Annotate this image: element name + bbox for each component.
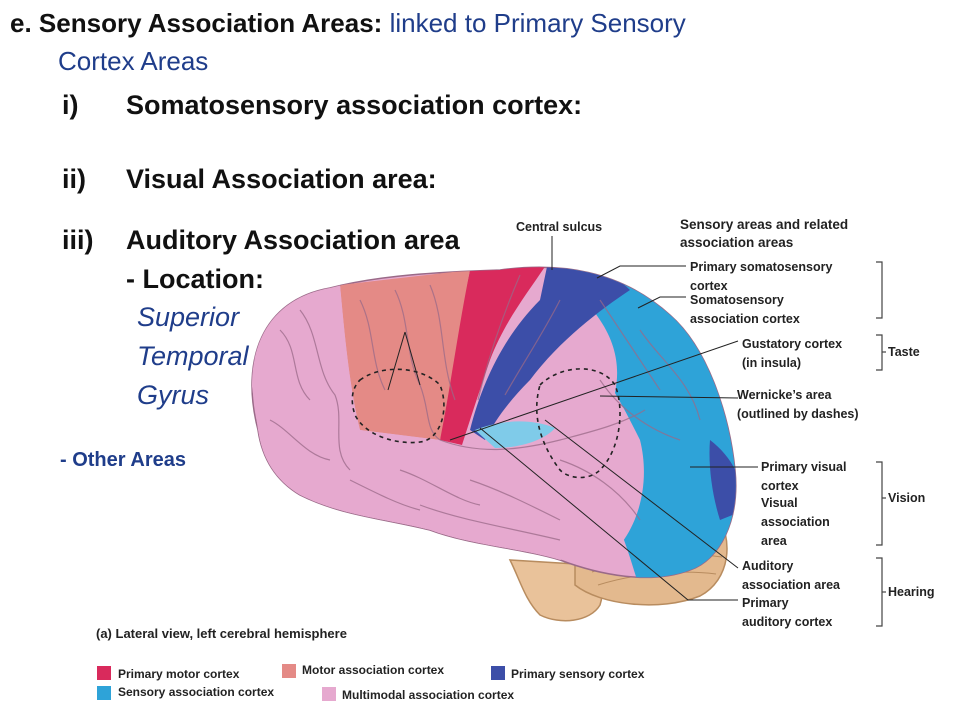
location-line-1: Superior [137,302,240,332]
item-1: i) Somatosensory association cortex: [62,90,582,121]
heading: e. Sensory Association Areas: linked to … [10,8,686,39]
label-line: association cortex [690,312,800,326]
motor-association-region [340,270,470,440]
label-primary-visual: Primary visual cortex [761,458,846,496]
legend-title-line-1: Sensory areas and related [680,217,849,232]
group-hearing: Hearing [888,585,935,599]
label-visual-association: Visual association area [761,494,830,551]
label-line: Auditory [742,559,794,573]
label-line: association [761,515,830,529]
legend-swatch-primary-motor [97,666,111,680]
location-line-2: Temporal [137,341,249,371]
label-wernicke: Wernicke’s area (outlined by dashes) [737,386,859,424]
central-sulcus-label: Central sulcus [516,220,603,234]
label-line: association area [742,578,840,592]
label-primary-auditory: Primary auditory cortex [742,594,832,632]
label-line: cortex [761,479,799,493]
location-label: - Location: [126,264,264,294]
figure-caption: (a) Lateral view, left cerebral hemisphe… [96,626,347,641]
label-line: Wernicke’s area [737,388,832,402]
label-line: Primary somatosensory [690,260,833,274]
legend-label-primary-sensory: Primary sensory cortex [511,667,645,681]
label-gustatory: Gustatory cortex (in insula) [742,335,842,373]
item-3-text: Auditory Association area [126,225,460,255]
motor-dashed-outline [351,368,445,444]
item-3: iii) Auditory Association area [62,225,460,256]
item-1-text: Somatosensory association cortex: [126,90,583,120]
item-2-num: ii) [62,164,86,194]
label-line: cortex [690,279,728,293]
legend-label-sensory-association: Sensory association cortex [118,685,275,699]
label-line: Primary [742,596,789,610]
legend-swatch-motor-association [282,664,296,678]
label-line: Visual [761,496,798,510]
label-line: auditory cortex [742,615,833,629]
label-line: Gustatory cortex [742,337,843,351]
heading-prefix: e. [10,8,32,38]
item-2: ii) Visual Association area: [62,164,437,195]
legend-swatch-multimodal [322,687,336,701]
item-3-num: iii) [62,225,94,255]
location-line-3: Gyrus [137,380,210,410]
other-areas: - Other Areas [60,449,186,471]
label-auditory-association: Auditory association area [742,557,840,595]
label-line: area [761,534,787,548]
label-line: Somatosensory [690,293,784,307]
label-somatosensory-association: Somatosensory association cortex [690,291,800,329]
primary-somatosensory-region [470,267,630,440]
label-primary-somatosensory: Primary somatosensory cortex [690,258,832,296]
group-vision: Vision [888,491,926,505]
group-taste: Taste [888,345,920,359]
label-line: Primary visual [761,460,847,474]
legend-title: Sensory areas and related association ar… [680,216,848,252]
heading-rest: linked to Primary Sensory [389,8,686,38]
heading-continuation: Cortex Areas [58,46,209,76]
legend-swatch-primary-sensory [491,666,505,680]
item-1-num: i) [62,90,79,120]
legend-label-motor-association: Motor association cortex [302,663,445,677]
legend-label-multimodal: Multimodal association cortex [342,688,515,702]
primary-visual-region [709,440,736,520]
legend-swatch-sensory-association [97,686,111,700]
auditory-region [475,421,555,448]
heading-bold: Sensory Association Areas: [38,8,383,38]
wernicke-dashed-outline [536,368,621,479]
label-line: (outlined by dashes) [737,407,859,421]
legend-label-primary-motor: Primary motor cortex [118,667,240,681]
item-2-text: Visual Association area: [126,164,437,194]
legend-title-line-2: association areas [680,235,794,250]
primary-motor-region [440,267,548,445]
label-line: (in insula) [742,356,802,370]
